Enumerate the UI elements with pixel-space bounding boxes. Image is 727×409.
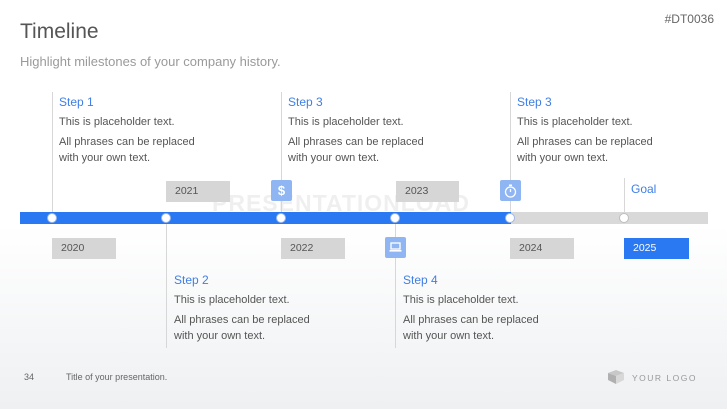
step-text: All phrases can be replaced (59, 136, 195, 148)
step-1: Step 1 This is placeholder text. All phr… (59, 95, 195, 166)
year-label-2025: 2025 (624, 238, 689, 259)
step-title: Step 1 (59, 95, 94, 109)
connector-line (624, 178, 625, 212)
year-label-2022: 2022 (281, 238, 345, 259)
step-text: All phrases can be replaced (174, 314, 310, 326)
stopwatch-icon (500, 180, 521, 201)
connector-line (395, 224, 396, 348)
step-text: All phrases can be replaced (288, 136, 424, 148)
year-label-2020: 2020 (52, 238, 116, 259)
connector-line (52, 92, 53, 212)
step-text: with your own text. (288, 152, 380, 164)
step-title: Step 4 (403, 273, 438, 287)
step-4: Step 4 This is placeholder text. All phr… (403, 273, 539, 344)
milestone-dot (619, 213, 629, 223)
milestone-dot (390, 213, 400, 223)
step-title: Step 3 (517, 95, 552, 109)
step-title: Step 3 (288, 95, 323, 109)
step-title: Step 2 (174, 273, 209, 287)
step-text: with your own text. (403, 330, 495, 342)
footer-title: Title of your presentation. (66, 372, 168, 382)
milestone-dot (161, 213, 171, 223)
goal-label: Goal (631, 182, 657, 196)
slide-code: #DT0036 (664, 12, 714, 26)
dollar-icon: $ (271, 180, 292, 201)
step-text: with your own text. (59, 152, 151, 164)
step-text: with your own text. (517, 152, 609, 164)
step-text: This is placeholder text. (174, 294, 290, 306)
page-number: 34 (24, 372, 35, 382)
year-label-2023: 2023 (396, 181, 459, 202)
step-text: All phrases can be replaced (403, 314, 539, 326)
year-label-2021: 2021 (166, 181, 230, 202)
step-2: Step 2 This is placeholder text. All phr… (174, 273, 310, 344)
milestone-dot (276, 213, 286, 223)
slide-subtitle: Highlight milestones of your company his… (20, 54, 281, 69)
timeline-progress-bar (20, 212, 511, 224)
step-text: This is placeholder text. (403, 294, 519, 306)
laptop-icon (385, 237, 406, 258)
step-text: This is placeholder text. (517, 116, 633, 128)
slide-title: Timeline (20, 20, 99, 43)
step-text: This is placeholder text. (288, 116, 404, 128)
step-5: Step 3 This is placeholder text. All phr… (517, 95, 653, 166)
connector-line (281, 92, 282, 212)
logo-icon (608, 370, 624, 389)
year-label-2024: 2024 (510, 238, 574, 259)
connector-line (510, 92, 511, 212)
step-text: with your own text. (174, 330, 266, 342)
step-3: Step 3 This is placeholder text. All phr… (288, 95, 424, 166)
milestone-dot (505, 213, 515, 223)
milestone-dot (47, 213, 57, 223)
timeline-remaining-bar (511, 212, 708, 224)
connector-line (166, 224, 167, 348)
step-text: All phrases can be replaced (517, 136, 653, 148)
logo-text: YOUR LOGO (632, 373, 697, 383)
step-text: This is placeholder text. (59, 116, 175, 128)
